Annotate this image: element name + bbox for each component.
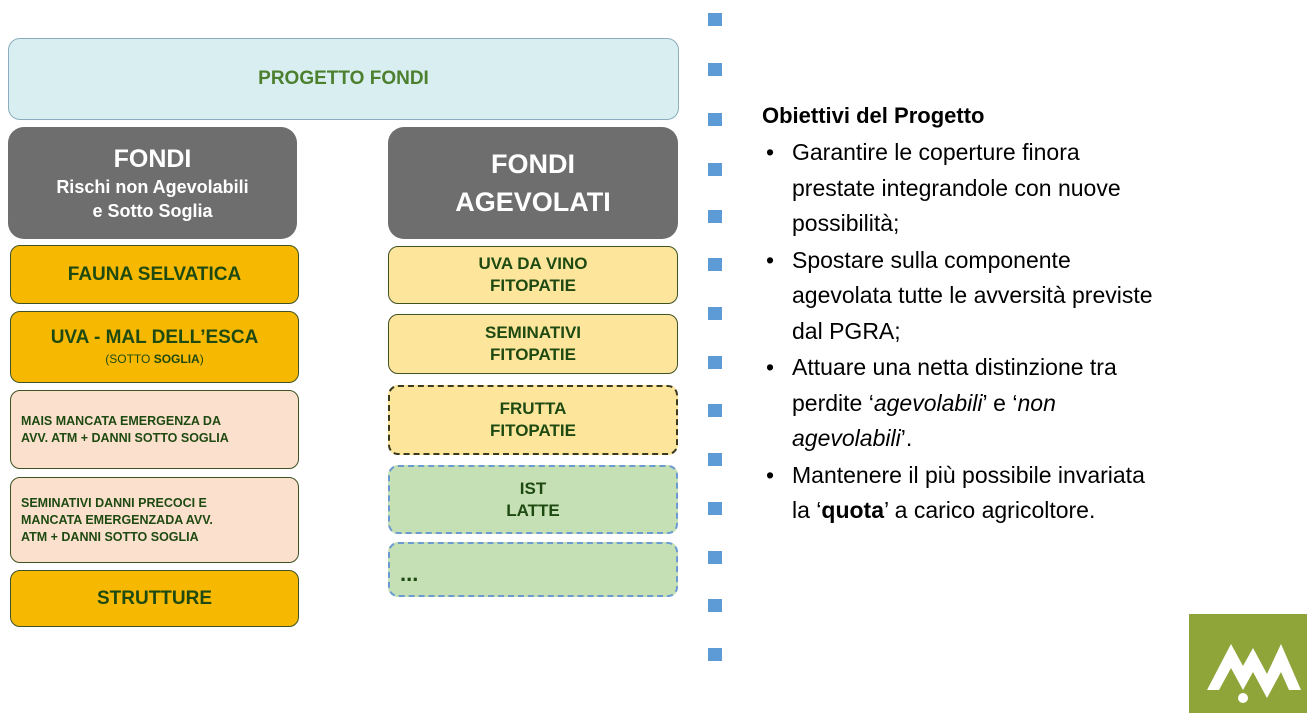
objective-item: • Attuare una netta distinzione tra perd… — [762, 350, 1302, 457]
separator-dash — [708, 258, 722, 271]
left-box-fauna-label: FAUNA SELVATICA — [67, 263, 242, 285]
objectives-list: • Garantire le coperture finora prestate… — [762, 135, 1302, 530]
separator-dash — [708, 210, 722, 223]
project-title: PROGETTO FONDI — [258, 68, 429, 89]
objective-1-line2: prestate integrandole con nuove — [792, 174, 1121, 201]
separator-dash — [708, 599, 722, 612]
left-box-strutture-label: STRUTTURE — [96, 587, 213, 609]
right-box-frutta-line2: FITOPATIE — [490, 421, 576, 440]
left-box-mais-line1: MAIS MANCATA EMERGENZA DA — [21, 413, 221, 428]
separator-dash — [708, 551, 722, 564]
left-box-uva-esca: UVA - MAL DELL’ESCA (SOTTO SOGLIA) — [10, 311, 299, 383]
left-box-mais-line2: AVV. ATM + DANNI SOTTO SOGLIA — [21, 430, 229, 445]
objective-1-line1: Garantire le coperture finora — [792, 139, 1080, 165]
objective-item: • Garantire le coperture finora prestate… — [762, 135, 1302, 242]
separator-dash — [708, 404, 722, 417]
left-box-strutture: STRUTTURE — [10, 570, 299, 627]
left-box-seminativi-line2: MANCATA EMERGENZADA AVV. — [21, 512, 213, 527]
company-logo-icon — [1189, 614, 1307, 713]
left-head-title: FONDI — [113, 145, 192, 173]
objective-4-line2: la ‘quota’ a carico agricoltore. — [792, 497, 1096, 523]
objective-3-line2: perdite ‘agevolabili’ e ‘non — [792, 389, 1056, 416]
separator-dash — [708, 307, 722, 320]
right-box-seminativi: SEMINATIVI FITOPATIE — [388, 314, 678, 374]
separator-dash — [708, 356, 722, 369]
right-box-seminativi-line2: FITOPATIE — [490, 345, 576, 364]
separator-dash — [708, 113, 722, 126]
left-column-head: FONDI Rischi non Agevolabili e Sotto Sog… — [8, 127, 297, 239]
right-box-more-label: ... — [400, 560, 419, 586]
objective-1-line3: possibilità; — [792, 210, 900, 236]
right-box-frutta: FRUTTA FITOPATIE — [388, 385, 678, 455]
objective-2-line3: dal PGRA; — [792, 317, 901, 344]
objective-4-line1: Mantenere il più possibile invariata — [792, 461, 1145, 488]
left-box-seminativi: SEMINATIVI DANNI PRECOCI E MANCATA EMERG… — [10, 477, 299, 563]
right-box-ist-line1: IST — [519, 478, 547, 498]
left-box-mais: MAIS MANCATA EMERGENZA DA AVV. ATM + DAN… — [10, 390, 299, 469]
objective-2-line1: Spostare sulla componente — [792, 246, 1071, 273]
left-box-seminativi-line1: SEMINATIVI DANNI PRECOCI E — [21, 495, 207, 510]
separator-dash — [708, 163, 722, 176]
right-box-uva-vino: UVA DA VINO FITOPATIE — [388, 246, 678, 304]
right-head-line2: AGEVOLATI — [455, 187, 611, 217]
right-box-uva-vino-line2: FITOPATIE — [490, 276, 576, 295]
objective-item: • Spostare sulla componente agevolata tu… — [762, 243, 1302, 350]
objective-2-line2: agevolata tutte le avversità previste — [792, 282, 1153, 308]
right-box-more: ... — [388, 542, 678, 597]
left-box-seminativi-line3: ATM + DANNI SOTTO SOGLIA — [21, 529, 199, 544]
right-box-seminativi-line1: SEMINATIVI — [484, 323, 582, 342]
right-box-uva-vino-line1: UVA DA VINO — [478, 254, 588, 273]
right-box-ist-latte: IST LATTE — [388, 465, 678, 534]
separator-dash — [708, 502, 722, 515]
separator-dash — [708, 13, 722, 26]
separator-dash — [708, 63, 722, 76]
right-column-head: FONDI AGEVOLATI — [388, 127, 678, 239]
separator-dash — [708, 453, 722, 466]
left-box-fauna: FAUNA SELVATICA — [10, 245, 299, 304]
objective-3-line3: agevolabili’. — [792, 425, 913, 451]
right-box-ist-line2: LATTE — [506, 500, 560, 520]
right-box-frutta-line1: FRUTTA — [499, 399, 567, 418]
left-box-uva-esca-label: UVA - MAL DELL’ESCA — [50, 327, 259, 348]
project-header: PROGETTO FONDI — [8, 38, 679, 120]
bullet-icon: • — [766, 139, 775, 165]
logo-mark-icon — [1207, 644, 1301, 703]
left-head-subtitle-2: e Sotto Soglia — [92, 201, 213, 221]
bullet-icon: • — [766, 461, 775, 488]
objective-3-line1: Attuare una netta distinzione tra — [792, 354, 1117, 380]
objectives-title: Obiettivi del Progetto — [762, 103, 985, 128]
objective-item: • Mantenere il più possibile invariata l… — [762, 458, 1302, 529]
left-box-uva-esca-note: (SOTTO SOGLIA) — [105, 352, 204, 366]
right-head-line1: FONDI — [491, 149, 575, 179]
separator-dash — [708, 648, 722, 661]
left-head-subtitle-1: Rischi non Agevolabili — [56, 177, 249, 197]
bullet-icon: • — [766, 354, 775, 380]
bullet-icon: • — [766, 246, 775, 273]
